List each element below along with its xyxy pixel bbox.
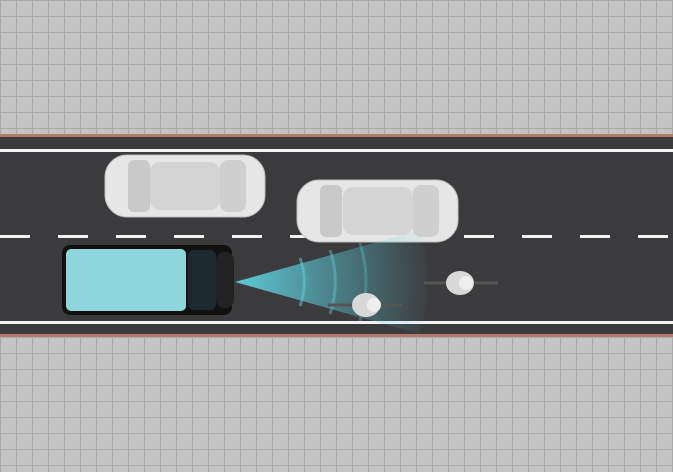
top-edge-line — [0, 149, 673, 152]
white-car-2 — [296, 179, 459, 243]
top-sidewalk — [0, 0, 673, 134]
white-car-1 — [104, 154, 266, 218]
teal-van — [62, 245, 234, 315]
bottom-sidewalk — [0, 337, 673, 472]
bottom-curb — [0, 334, 673, 337]
cyclist-2 — [424, 271, 498, 295]
bottom-edge-line — [0, 321, 673, 324]
top-curb — [0, 134, 673, 137]
cyclist-1 — [328, 293, 402, 317]
sensor-wave — [235, 230, 427, 334]
